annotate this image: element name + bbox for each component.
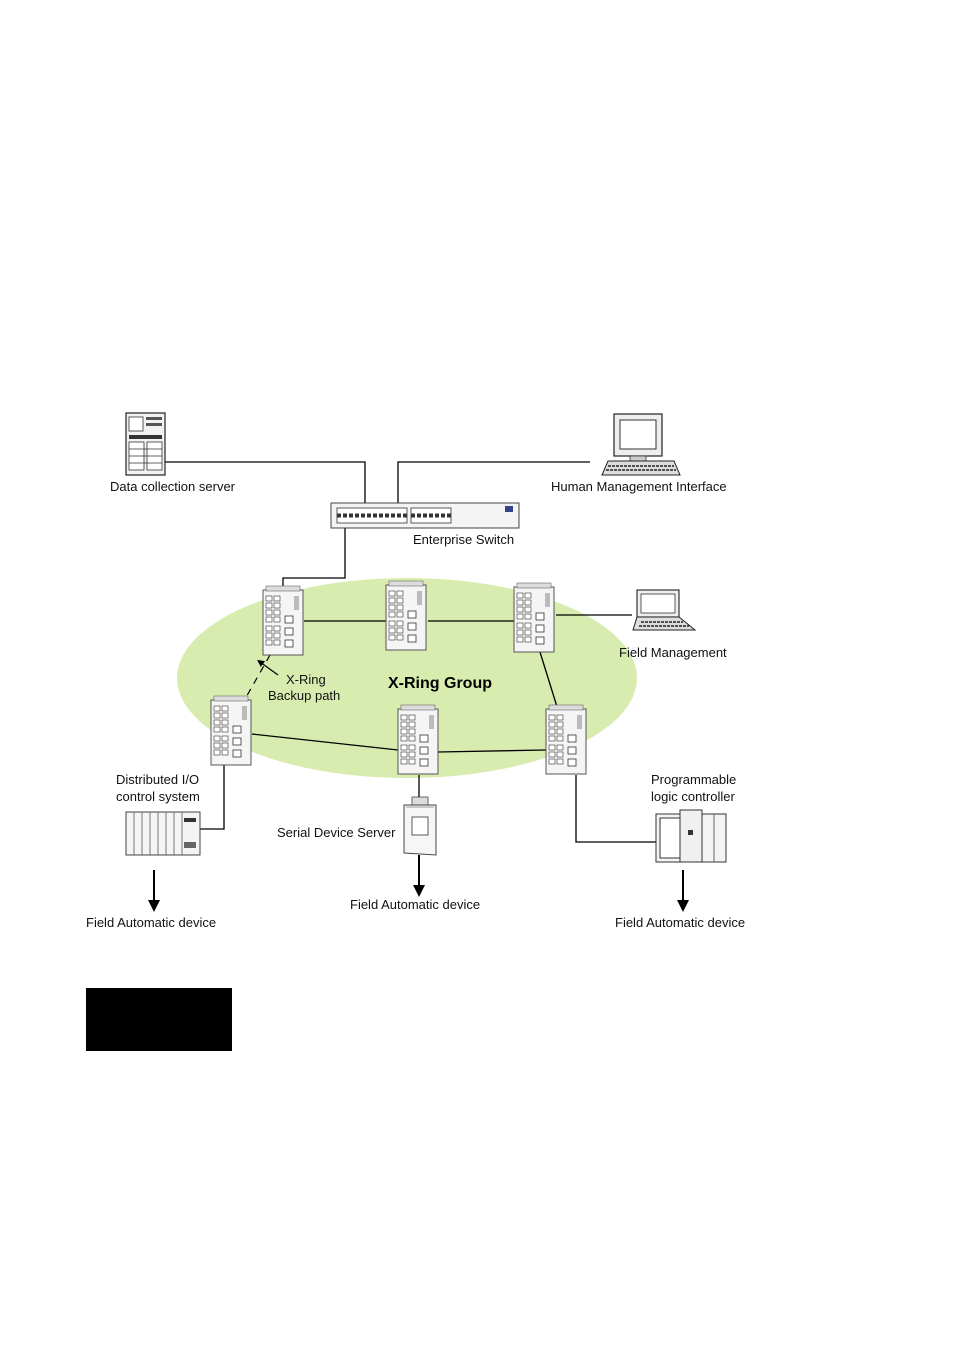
- serial-server-icon: [403, 796, 437, 856]
- label-dio-line1: Distributed I/O: [116, 772, 199, 787]
- plc-icon: [655, 809, 727, 863]
- group-title: X-Ring Group: [388, 675, 492, 692]
- label-backup-line2: Backup path: [268, 688, 340, 703]
- enterprise-switch-icon: [330, 502, 520, 529]
- ring-switch-top-left: [263, 586, 303, 655]
- redaction-block: [86, 988, 232, 1051]
- label-plc-line2: logic controller: [651, 789, 735, 804]
- label-data-server: Data collection server: [110, 479, 236, 494]
- laptop-icon: [632, 589, 697, 631]
- label-enterprise-switch: Enterprise Switch: [413, 532, 514, 547]
- ring-switch-bottom-right: [546, 705, 586, 774]
- label-field-management: Field Management: [619, 645, 727, 660]
- ring-switch-top-right: [514, 583, 554, 652]
- label-plc-line1: Programmable: [651, 772, 736, 787]
- io-modules-icon: [125, 811, 201, 856]
- label-dio-line2: control system: [116, 789, 200, 804]
- label-field-device-center: Field Automatic device: [350, 897, 480, 912]
- label-field-device-left: Field Automatic device: [86, 915, 216, 930]
- ring-switch-top-center: [386, 581, 426, 650]
- backup-path-arrow: [257, 659, 279, 676]
- ring-switch-bottom-left: [211, 696, 251, 765]
- label-field-device-right: Field Automatic device: [615, 915, 745, 930]
- workstation-icon: [601, 413, 681, 476]
- label-backup-line1: X-Ring: [286, 672, 326, 687]
- label-hmi: Human Management Interface: [551, 479, 727, 494]
- ring-switch-bottom-center: [398, 705, 438, 774]
- server-icon: [125, 412, 166, 476]
- label-serial-server: Serial Device Server: [277, 825, 396, 840]
